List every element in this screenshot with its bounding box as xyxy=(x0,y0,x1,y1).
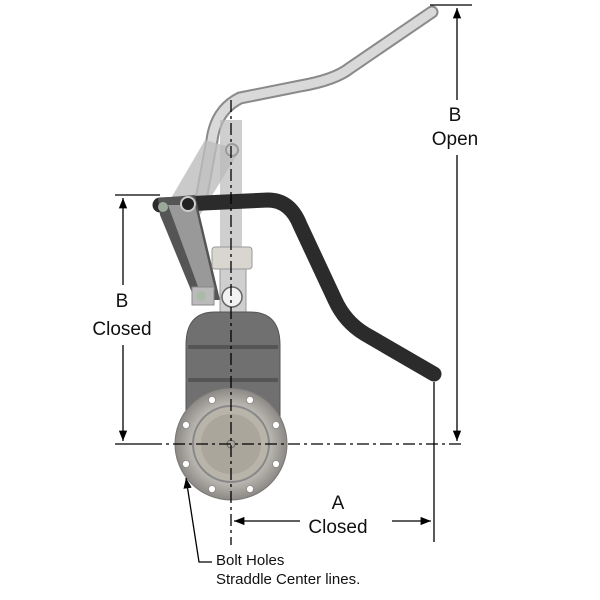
a-closed-letter: A xyxy=(331,493,345,514)
bolt-holes xyxy=(182,396,280,493)
b-open-label: Open xyxy=(431,129,479,150)
handle-closed xyxy=(152,192,442,382)
dimension-lines xyxy=(115,4,472,563)
a-closed-label: Closed xyxy=(308,517,368,538)
handle-open xyxy=(170,5,439,215)
bolt-holes-note-line2: Straddle Center lines. xyxy=(216,571,361,588)
position-indicator-icon xyxy=(221,286,243,308)
stem xyxy=(220,120,242,260)
b-open-letter: B xyxy=(448,105,462,126)
bolt-holes-note-line1: Bolt Holes xyxy=(216,552,285,569)
center-lines xyxy=(150,100,462,545)
b-closed-label: Closed xyxy=(92,319,152,340)
bonnet xyxy=(211,246,253,315)
b-closed-letter: B xyxy=(115,291,129,312)
